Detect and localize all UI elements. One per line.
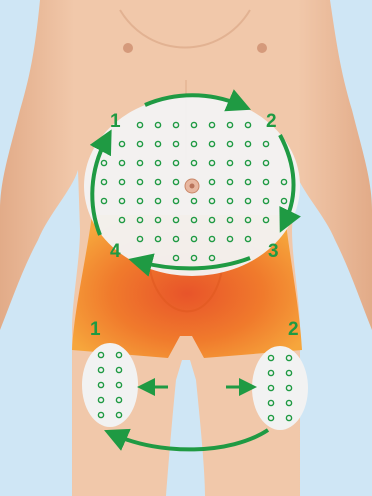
thigh-label-1: 1 [90,320,101,339]
left-thigh-injection-zone [82,343,138,427]
right-nipple [257,43,267,53]
left-nipple [123,43,133,53]
right-thigh-injection-zone [252,346,308,430]
thigh-label-2: 2 [288,320,299,339]
abdomen-label-4: 4 [110,242,121,261]
abdomen-label-1: 1 [110,112,121,131]
abdomen-label-2: 2 [266,112,277,131]
navel-center [190,184,195,189]
abdomen-label-3: 3 [268,242,279,261]
